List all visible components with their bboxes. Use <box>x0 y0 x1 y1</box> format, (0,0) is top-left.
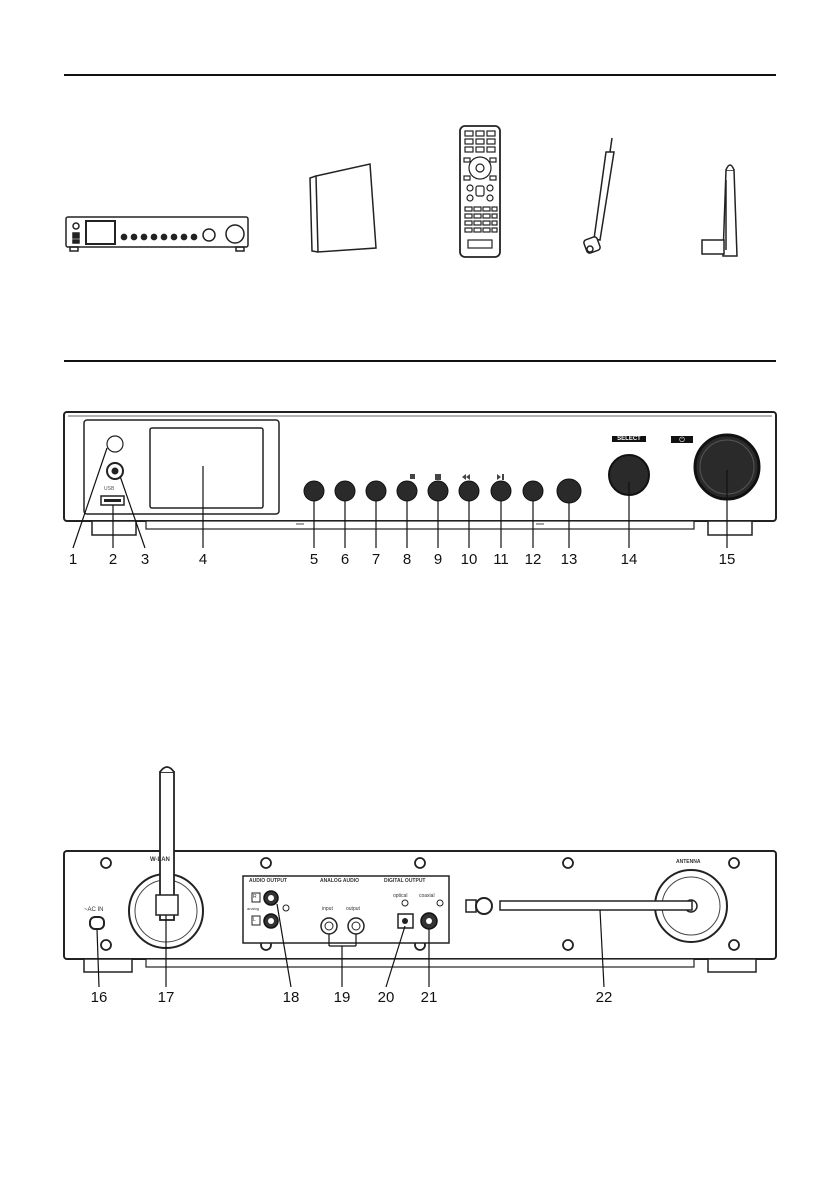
audio-output-label: AUDIO OUTPUT <box>249 878 287 884</box>
callout-20: 20 <box>371 989 401 1006</box>
callout-18: 18 <box>276 989 306 1006</box>
channel-r-label: R <box>253 894 257 900</box>
coaxial-label: coaxial <box>419 893 435 899</box>
analog-label: analog <box>247 906 259 911</box>
output-label: output <box>346 906 360 912</box>
callout-22: 22 <box>589 989 619 1006</box>
ac-in-socket <box>90 917 104 929</box>
digital-output-label: DIGITAL OUTPUT <box>384 878 425 884</box>
callout-19: 19 <box>327 989 357 1006</box>
antenna-label: ANTENNA <box>676 859 700 865</box>
analog-audio-label: ANALOG AUDIO <box>320 878 359 884</box>
callout-16: 16 <box>84 989 114 1006</box>
channel-l-label: L <box>253 917 256 923</box>
input-label: input <box>322 906 333 912</box>
fm-telescopic-antenna <box>500 901 692 910</box>
callout-17: 17 <box>151 989 181 1006</box>
optical-label: optical <box>393 893 407 899</box>
wlan-label: W-LAN <box>150 857 170 863</box>
callout-21: 21 <box>414 989 444 1006</box>
ac-in-label: ~AC IN <box>84 907 104 913</box>
